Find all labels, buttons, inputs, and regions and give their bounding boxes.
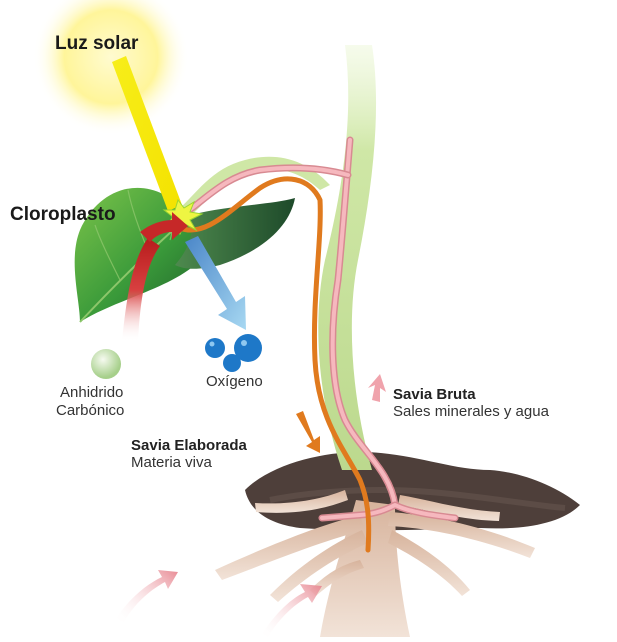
- co2-label-line2: Carbónico: [56, 402, 124, 419]
- oxygen-label: Oxígeno: [206, 373, 263, 390]
- raw-sap-desc: Sales minerales y agua: [393, 403, 549, 420]
- sun-label: Luz solar: [55, 33, 138, 55]
- elaborated-sap-title: Savia Elaborada: [131, 437, 247, 454]
- chloroplast-label: Cloroplasto: [10, 204, 116, 226]
- raw-sap-arrow: [368, 374, 386, 402]
- co2-molecule-icon: [91, 349, 121, 379]
- stem: [318, 45, 376, 470]
- sun-glow: [33, 0, 189, 135]
- co2-label-line1: Anhidrido: [60, 384, 123, 401]
- elaborated-sap-arrow: [296, 411, 320, 453]
- elaborated-sap-desc: Materia viva: [131, 454, 212, 471]
- raw-sap-title: Savia Bruta: [393, 386, 476, 403]
- oxygen-drops-icon: [205, 334, 262, 372]
